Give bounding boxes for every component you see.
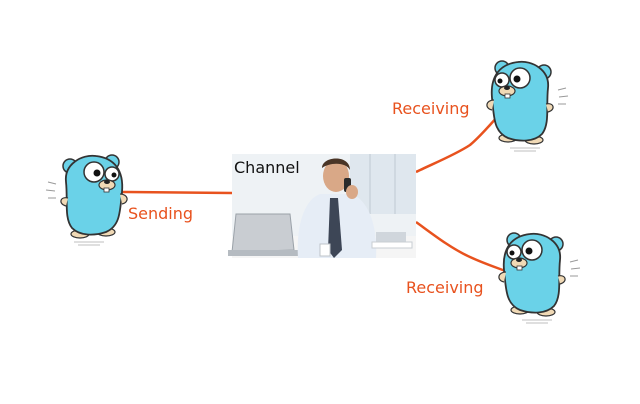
receiver-top-gopher-icon bbox=[486, 60, 569, 152]
receive-bottom-edge-label: Receiving bbox=[406, 278, 484, 297]
receive-edge-bottom-line bbox=[415, 220, 509, 274]
sender-gopher-icon bbox=[45, 154, 128, 246]
receive-edge-top-line bbox=[415, 111, 503, 174]
receiver-bottom-gopher-icon bbox=[498, 232, 581, 324]
receive-top-edge-label: Receiving bbox=[392, 99, 470, 118]
send-edge-label: Sending bbox=[128, 204, 194, 223]
send-edge-line bbox=[121, 190, 233, 195]
channel-title: Channel bbox=[234, 158, 300, 177]
channel-photo-icon bbox=[228, 154, 416, 258]
